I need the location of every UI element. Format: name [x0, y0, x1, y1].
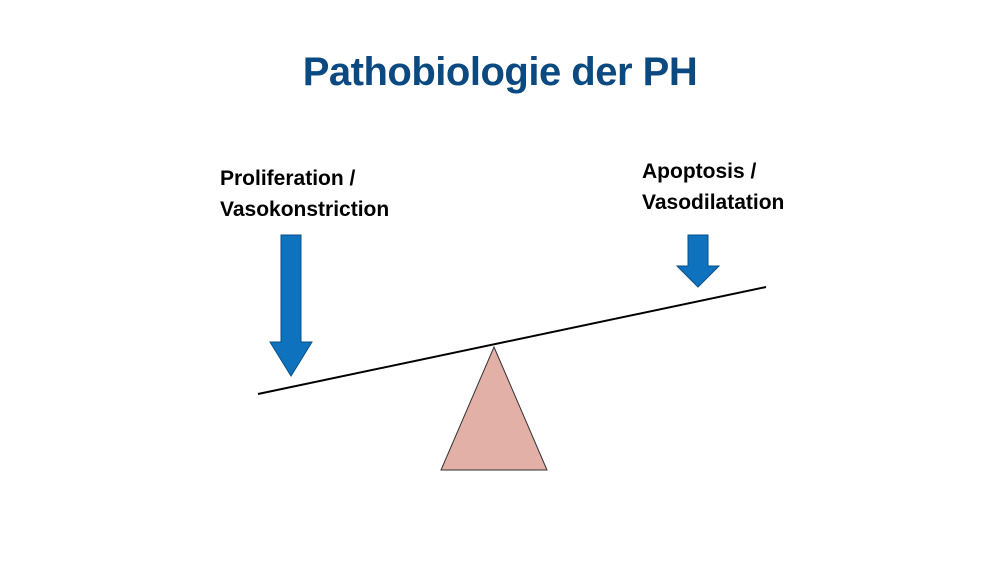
- left-label-line-1: Proliferation /: [220, 167, 356, 190]
- left-label-line-2: Vasokonstriction: [220, 198, 390, 221]
- right-label: Apoptosis / Vasodilatation: [642, 156, 784, 218]
- fulcrum-triangle: [440, 345, 548, 471]
- down-arrow-large-icon: [269, 234, 313, 377]
- left-label: Proliferation / Vasokonstriction: [220, 163, 389, 225]
- right-label-line-2: Vasodilatation: [642, 191, 785, 214]
- right-label-line-1: Apoptosis /: [642, 160, 757, 183]
- slide-title: Pathobiologie der PH: [302, 50, 698, 94]
- seesaw-beam: [257, 286, 767, 395]
- down-arrow-small-icon: [675, 234, 721, 288]
